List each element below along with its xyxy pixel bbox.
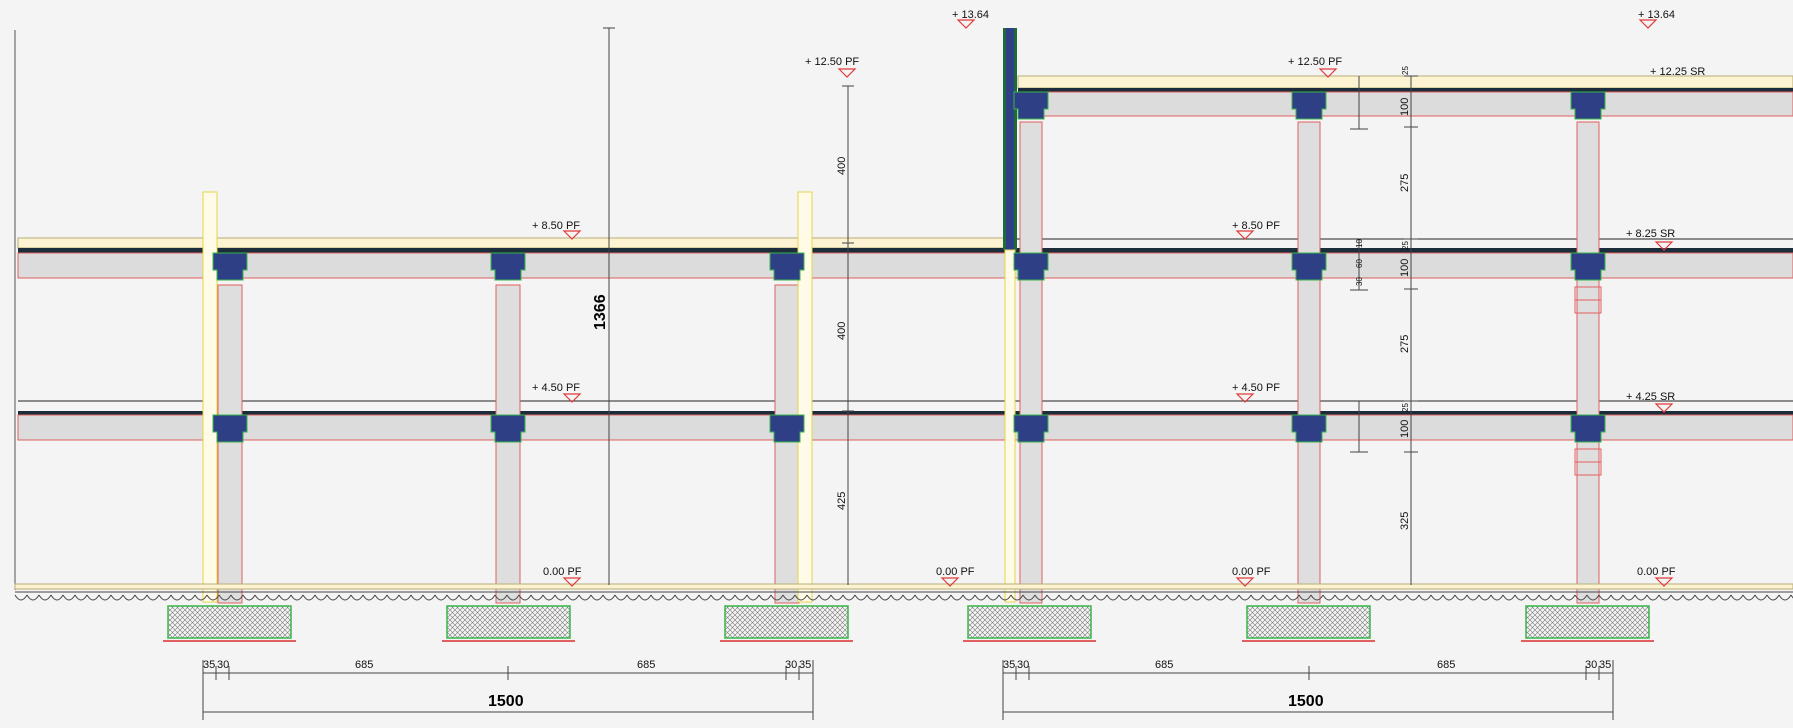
footings [163,605,1654,642]
dim-right-b: 30 [1017,659,1029,671]
vertical-dimension-lines [603,27,1418,585]
dim-small-25-c: 25 [1401,403,1410,412]
dim-left-span2: 685 [637,659,655,671]
dim-right-c: 30 [1585,659,1597,671]
right-block-roof-slab [1017,75,1793,117]
columns [217,121,1600,604]
dim-right-span-top: 275 [1399,174,1411,192]
horizontal-dimension-lines [202,660,1614,720]
dim-left-span1: 685 [355,659,373,671]
elev-left-floor1: + 4.50 PF [532,382,580,394]
dim-right-d: 35 [1599,659,1611,671]
dim-right-total: 1500 [1288,693,1324,710]
right-block-floor-1 [1004,400,1793,441]
elev-left-roof: + 12.50 PF [805,56,859,68]
dim-left-c: 30 [785,659,797,671]
dim-detail-10: 10 [1355,239,1364,248]
elevation-labels: + 13.64 + 13.64 + 12.50 PF + 12.50 PF + … [532,9,1705,578]
elev-right-top: + 13.64 [1638,9,1675,21]
dim-left-d: 35 [799,659,811,671]
ground-slab [14,583,1793,593]
dim-left-total: 1500 [488,693,524,710]
beam-caps [212,91,1606,443]
left-horizontal-dimension-labels: 35 30 685 685 30 35 1500 [203,659,811,710]
right-horizontal-dimension-labels: 35 30 685 685 30 35 1500 [1003,659,1611,710]
elev-ground-b: 0.00 PF [936,566,975,578]
dim-detail-60: 60 [1355,259,1364,268]
dividing-wall [1003,28,1017,250]
dim-left-a: 35 [203,659,215,671]
elev-right-floor2: + 8.50 PF [1232,220,1280,232]
elev-ground-d: 0.00 PF [1637,566,1676,578]
column-detail-boxes [1574,286,1602,476]
dim-small-25-b: 25 [1401,241,1410,250]
dim-right-span2: 685 [1437,659,1455,671]
ground-hatch [14,594,1793,601]
vertical-dimension-labels: 1366 400 400 425 100 100 100 275 275 325… [592,66,1411,530]
elev-right-roof: + 12.50 PF [1288,56,1342,68]
yellow-posts [202,191,1016,603]
elev-right-floor1-sr: + 4.25 SR [1626,391,1675,403]
dim-left-b: 30 [217,659,229,671]
dim-left-upper: 400 [836,157,848,175]
dim-detail-30: 30 [1355,277,1364,286]
dim-right-span1: 685 [1155,659,1173,671]
elevation-markers [562,19,1674,587]
dim-right-span-mid: 275 [1399,335,1411,353]
elev-ground-a: 0.00 PF [543,566,582,578]
elev-ground-c: 0.00 PF [1232,566,1271,578]
dim-right-slab-low: 100 [1399,420,1411,438]
dim-right-slab-top: 100 [1399,98,1411,116]
dim-right-slab-mid: 100 [1399,259,1411,277]
elev-right-roof-sr: + 12.25 SR [1650,66,1705,78]
dim-left-middle: 400 [836,322,848,340]
dim-total-height: 1366 [592,294,609,330]
dim-right-a: 35 [1003,659,1015,671]
elev-left-floor2: + 8.50 PF [532,220,580,232]
right-block-floor-2 [1004,238,1793,279]
elev-right-floor2-sr: + 8.25 SR [1626,228,1675,240]
elev-right-floor1: + 4.50 PF [1232,382,1280,394]
dim-small-25-a: 25 [1401,66,1410,75]
elev-left-top: + 13.64 [952,9,989,21]
dim-right-span-low: 325 [1399,512,1411,530]
dim-left-lower: 425 [836,492,848,510]
